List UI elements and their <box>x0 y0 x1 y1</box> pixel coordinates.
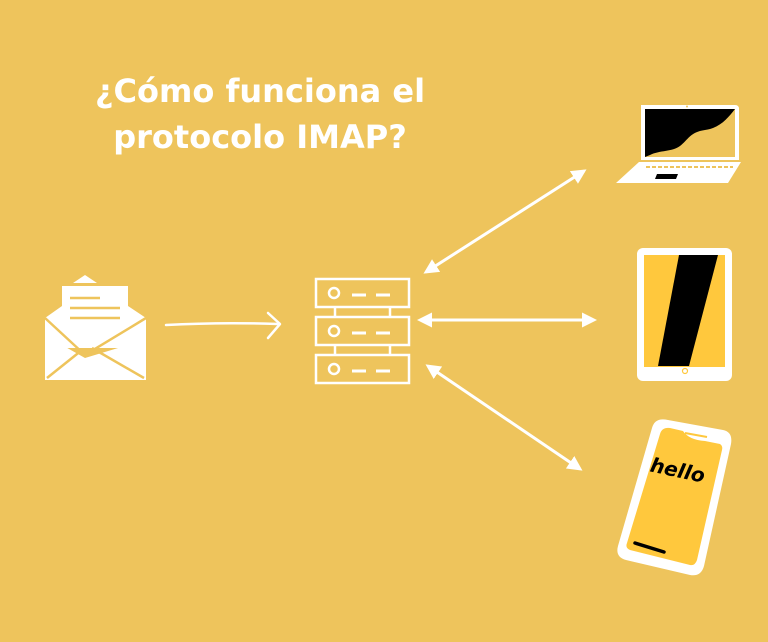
title-line-1: ¿Cómo funciona el <box>94 72 426 110</box>
page-title: ¿Cómo funciona el protocolo IMAP? <box>70 68 450 160</box>
bidirectional-arrow-icon <box>417 169 597 471</box>
server-icon <box>314 277 411 385</box>
title-line-2: protocolo IMAP? <box>113 118 407 156</box>
envelope-icon <box>44 275 147 380</box>
smartphone-icon: hello <box>617 419 732 576</box>
tablet-icon <box>637 248 732 381</box>
laptop-icon <box>616 105 741 183</box>
arrow-right-icon <box>164 311 282 340</box>
